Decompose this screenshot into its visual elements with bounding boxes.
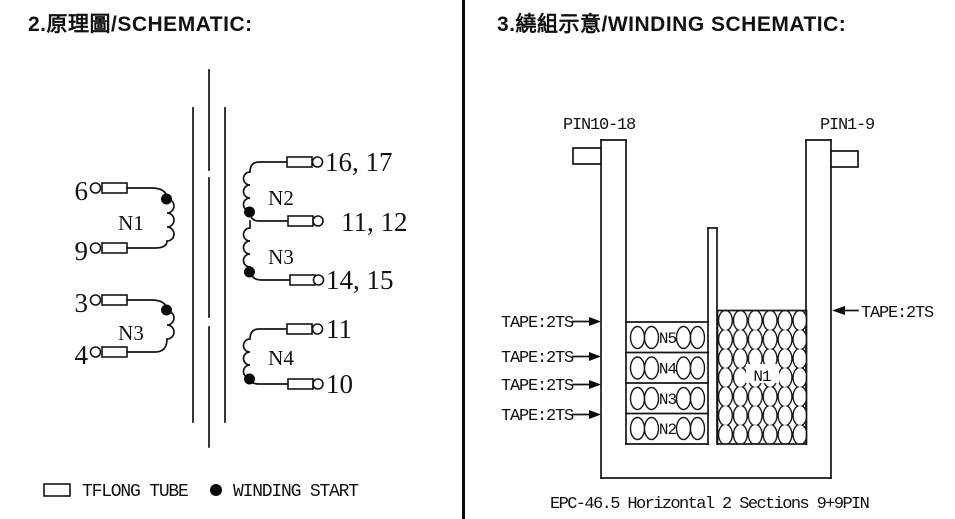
tflong-tube-symbol [101, 346, 128, 358]
winding-label: N4 [268, 346, 294, 370]
pin-terminal [312, 274, 325, 286]
tape-label: TAPE:2TS [501, 314, 574, 333]
pin-number: 16, 17 [325, 147, 393, 177]
bobbin-caption: EPC-46.5 Horizontal 2 Sections 9+9PIN [550, 495, 869, 514]
layer-row: N3 [629, 386, 706, 411]
tape-callouts-left: TAPE:2TS TAPE:2TS TAPE:2TS TAPE:2TS [501, 314, 601, 426]
bobbin-pin-tab-right [830, 150, 859, 168]
tflong-tube-symbol [101, 294, 128, 306]
winding-label: N1 [118, 211, 144, 235]
legend-label: TFLONG TUBE [82, 482, 188, 502]
winding-label: N3 [118, 321, 144, 345]
tflong-tube-symbol [287, 215, 314, 227]
tape-callout-right: TAPE:2TS [832, 304, 935, 323]
pin-group-left-label: PIN10-18 [563, 116, 636, 135]
left-section-layers: N5 N4 N3 N2 [625, 321, 709, 445]
pin-terminal [89, 294, 102, 306]
transformer-core [192, 69, 226, 448]
right-section-n1: N1 [716, 309, 808, 445]
pin-number: 11, 12 [341, 207, 408, 237]
winding-schematic-title: 3.繞組示意/WINDING SCHEMATIC: [497, 12, 846, 36]
layer-label: N4 [659, 361, 677, 379]
schematic-title: 2.原理圖/SCHEMATIC: [28, 13, 253, 36]
layer-label: N2 [659, 421, 677, 439]
arrow-left-icon [832, 306, 845, 315]
tape-label: TAPE:2TS [501, 349, 574, 368]
legend-label: WINDING START [233, 482, 359, 502]
pin-number: 10 [326, 369, 353, 399]
tape-label: TAPE:2TS [861, 304, 934, 323]
layer-row: N4 [629, 356, 706, 380]
pin-group-right-label: PIN1-9 [820, 116, 875, 135]
winding-start-dot [161, 193, 172, 205]
arrow-right-icon [589, 410, 601, 419]
pin-number: 4 [75, 340, 89, 370]
layer-row: N5 [629, 325, 706, 350]
section-label: N1 [753, 368, 771, 386]
n1-label-backplate [746, 364, 779, 383]
pin-number: 6 [75, 176, 89, 206]
pin-number: 9 [75, 236, 89, 266]
tflong-tube-symbol [101, 242, 128, 254]
winding-start-dot [161, 304, 172, 316]
pin-terminal [311, 323, 324, 335]
layer-label: N3 [659, 391, 677, 409]
pin-terminal [89, 242, 102, 254]
primary-winding-n3: 3 4 N3 [75, 288, 175, 370]
tflong-tube-symbol [286, 323, 313, 335]
pin-terminal [312, 378, 324, 390]
winding-start-dot [244, 206, 255, 218]
pin-terminal [312, 215, 324, 227]
winding-start-dot [210, 484, 222, 496]
pin-terminal [311, 156, 324, 168]
pin-terminal [89, 346, 102, 358]
secondary-winding-n4: 11 10 N4 [242, 314, 353, 399]
arrow-right-icon [589, 380, 601, 389]
layer-row: N2 [629, 416, 706, 441]
primary-winding-n1: 6 9 N1 [75, 176, 175, 266]
tflong-tube-symbol [286, 156, 313, 168]
tape-label: TAPE:2TS [501, 377, 574, 396]
arrow-right-icon [589, 352, 601, 361]
pin-terminal [89, 182, 102, 194]
pin-number: 14, 15 [326, 265, 394, 295]
winding-start-dot [244, 266, 255, 278]
pin-number: 3 [75, 288, 89, 318]
bobbin-pin-tab-left [572, 147, 602, 165]
tape-label: TAPE:2TS [501, 407, 574, 426]
arrow-right-icon [589, 317, 601, 326]
layer-label: N5 [659, 330, 677, 348]
schematic-legend: TFLONG TUBE WINDING START [43, 482, 360, 502]
secondary-winding-n2-n3: 16, 17 11, 12 14, 15 N2 N3 [242, 147, 408, 295]
winding-start-dot [244, 373, 255, 385]
tube-symbol [43, 483, 71, 497]
winding-label: N2 [268, 186, 294, 210]
pin-number: 11 [326, 314, 352, 344]
tflong-tube-symbol [287, 378, 314, 390]
bobbin-outline [572, 139, 859, 479]
tflong-tube-symbol [289, 274, 316, 286]
tflong-tube-symbol [101, 182, 128, 194]
winding-label: N3 [268, 245, 294, 269]
